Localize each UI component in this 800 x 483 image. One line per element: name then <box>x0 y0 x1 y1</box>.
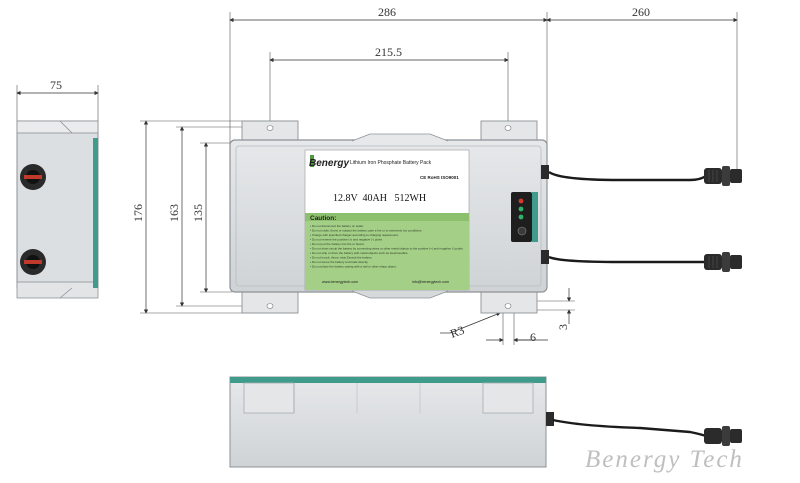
side-view <box>16 120 99 299</box>
waterproof-connector-bottom-icon <box>704 252 742 272</box>
indicator-light-green-2 <box>518 214 524 220</box>
caution-line: • Do not place the battery casing with a… <box>310 265 397 269</box>
dim-slot-width: 6 <box>530 330 536 344</box>
front-view <box>229 376 554 468</box>
dim-overall-length: 286 <box>378 5 396 19</box>
indicator-light-green <box>518 206 524 212</box>
label-cert-marks: CE RoHS ISO9001 <box>420 175 459 180</box>
caution-line: • Do not short-circuit the battery by co… <box>310 247 464 251</box>
dim-hole-radius: R3 <box>448 323 466 341</box>
dimension-labels: 286 260 215.5 75 176 163 135 R3 6 3 <box>50 5 650 344</box>
caution-line: • Do not make, throw or subject the batt… <box>310 229 422 233</box>
caution-line: • Do not put the battery into fire or he… <box>310 242 365 246</box>
power-port-icon <box>517 226 527 236</box>
indicator-light-red <box>518 198 524 204</box>
dim-cable-length: 260 <box>632 5 650 19</box>
caution-line: • Do not strip or drive the battery with… <box>310 251 408 255</box>
svg-text:Benergy: Benergy <box>309 158 349 169</box>
dim-side-depth: 75 <box>50 78 62 92</box>
output-cable-front <box>552 418 707 438</box>
label-product-name: Lithium Iron Phosphate Battery Pack <box>350 160 432 166</box>
caution-line: • Do not knock, throw, treat Zaneck the … <box>310 256 372 260</box>
caution-line: • Do not disconnect the battery on water… <box>310 224 364 228</box>
label-email: info@benergytech.com <box>412 280 449 284</box>
label-website: www.benergytech.com <box>322 280 358 284</box>
dim-hole-spacing: 215.5 <box>375 45 402 59</box>
label-specs: 12.8V 40AH 512WH <box>333 193 426 204</box>
watermark-text: Benergy Tech <box>585 446 744 473</box>
product-label: Benergy Lithium Iron Phosphate Battery P… <box>304 149 470 291</box>
caution-line: • Charge with specified charger accordin… <box>310 233 399 237</box>
dimension-lines <box>16 12 738 345</box>
caution-line: • Do not screw the battery terminals dir… <box>310 260 369 264</box>
mounting-bracket-bottom-left <box>241 288 299 314</box>
output-cable-top <box>548 170 707 182</box>
dim-total-height: 176 <box>131 204 145 222</box>
dim-body-height: 163 <box>167 204 181 222</box>
connector-port-top-icon <box>20 164 46 190</box>
dim-inner-height: 135 <box>191 204 205 222</box>
waterproof-connector-top-icon <box>704 166 742 186</box>
dim-slot-offset: 3 <box>556 324 570 330</box>
connector-port-bottom-icon <box>20 249 46 275</box>
waterproof-connector-front-icon <box>704 426 742 446</box>
output-cable-bottom <box>548 255 704 264</box>
caution-list: • Do not disconnect the battery on water… <box>310 224 464 269</box>
caution-line: • Do not reverse the positive (+) and ne… <box>310 238 383 242</box>
mounting-bracket-bottom-right <box>480 288 538 314</box>
benergy-logo: Benergy <box>309 155 349 169</box>
label-caution-title: Caution: <box>310 215 336 222</box>
